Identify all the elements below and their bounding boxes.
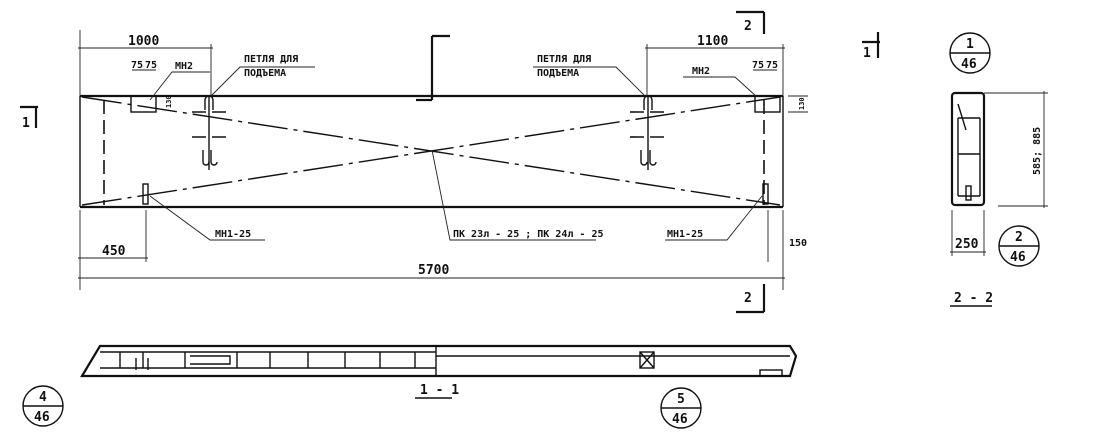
svg-text:2: 2 [744,19,752,34]
section-1-1 [80,344,798,399]
embed-mn1-left-label: МН1-25 [215,229,251,240]
svg-text:1: 1 [863,46,871,61]
lift-loop-right [630,95,666,170]
dim-top-offset-right: 130 [798,97,806,110]
lift-loop-left-label: ПЕТЛЯ ДЛЯ [244,54,298,65]
svg-text:2: 2 [1015,230,1023,245]
callout-2-46: 2 46 [998,225,1040,267]
embed-mn2-left-label: МН2 [175,61,193,72]
svg-text:46: 46 [961,57,977,72]
svg-text:4: 4 [39,390,47,405]
dim-75: 75 [145,60,157,71]
section-mark-1-right: 1 [862,32,880,61]
section-1-1-title: 1 - 1 [420,383,459,398]
callout-5-46: 5 46 [660,387,702,429]
svg-text:46: 46 [1010,250,1026,265]
embed-mn1-right [762,183,769,205]
section-2-2-width-dim: 250 [955,237,979,252]
dimension-lines [78,30,808,290]
embed-mn1-left [142,183,149,205]
dim-450: 450 [102,244,126,259]
embed-mn1-right-label: МН1-25 [667,229,703,240]
callout-4-46: 4 46 [22,385,64,427]
section-mark-2-top: 2 [736,10,766,34]
dim-total-5700: 5700 [418,263,449,278]
section-2-2-title: 2 - 2 [954,291,993,306]
svg-text:2: 2 [744,291,752,306]
section-mark-1-left: 1 [20,105,38,131]
panel-plan [79,34,784,209]
svg-text:46: 46 [672,412,688,427]
dim-top-offset-left: 130 [165,95,173,108]
dim-75: 75 [131,60,143,71]
embed-mn2-right-label: МН2 [692,66,710,77]
dim-75: 75 [766,60,778,71]
panel-mark-label: ПК 23л - 25 ; ПК 24л - 25 [453,229,604,240]
svg-text:1: 1 [22,116,30,131]
dim-right-1100: 1100 [697,34,728,49]
section-2-2-height-dim: 585; 885 [1032,127,1043,175]
lift-loop-left-label-2: ПОДЪЕМА [244,68,286,79]
svg-text:5: 5 [677,392,685,407]
callout-1-46: 1 46 [949,32,991,74]
section-break-mark [416,34,450,102]
svg-text:46: 46 [34,410,50,425]
dim-150: 150 [789,238,807,249]
section-mark-2-bottom: 2 [736,284,766,314]
dim-left-1000: 1000 [128,34,159,49]
section-2-2 [950,91,1048,307]
embed-mn2-right [754,95,781,113]
lift-loop-left [192,95,228,170]
lift-loop-right-label: ПЕТЛЯ ДЛЯ [537,54,591,65]
dim-75: 75 [752,60,764,71]
lift-loop-right-label-2: ПОДЪЕМА [537,68,579,79]
embed-mn2-left [130,95,157,113]
svg-text:1: 1 [966,37,974,52]
